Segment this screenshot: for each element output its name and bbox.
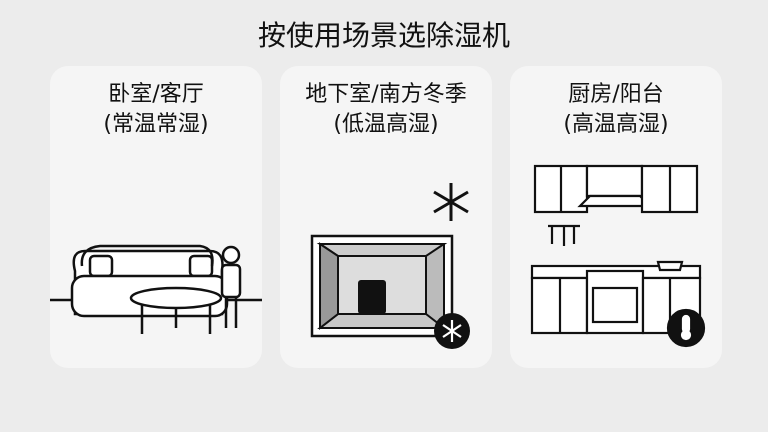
card-subtitle: (低温高湿) [333, 112, 439, 137]
card-caption: 卧室/客厅 (常温常湿) [50, 80, 262, 140]
card-subtitle: (常温常湿) [103, 112, 209, 137]
page-title: 按使用场景选除湿机 [257, 19, 510, 52]
basement-icon [310, 183, 470, 349]
scenario-card-kitchen: 厨房/阳台 (高温高湿) [510, 66, 722, 368]
snowflake-icon [433, 183, 469, 221]
card-title: 厨房/阳台 [568, 82, 664, 107]
scenario-card-basement: 地下室/南方冬季 (低温高湿) [280, 66, 492, 368]
kitchen-icon [530, 164, 706, 348]
card-caption: 厨房/阳台 (高温高湿) [510, 80, 722, 140]
card-title: 卧室/客厅 [108, 82, 204, 107]
card-caption: 地下室/南方冬季 (低温高湿) [280, 80, 492, 140]
scenario-card-bedroom: 卧室/客厅 (常温常湿) [50, 66, 262, 368]
card-title: 地下室/南方冬季 [305, 82, 467, 107]
living-room-icon [50, 244, 262, 334]
card-subtitle: (高温高湿) [563, 112, 669, 137]
